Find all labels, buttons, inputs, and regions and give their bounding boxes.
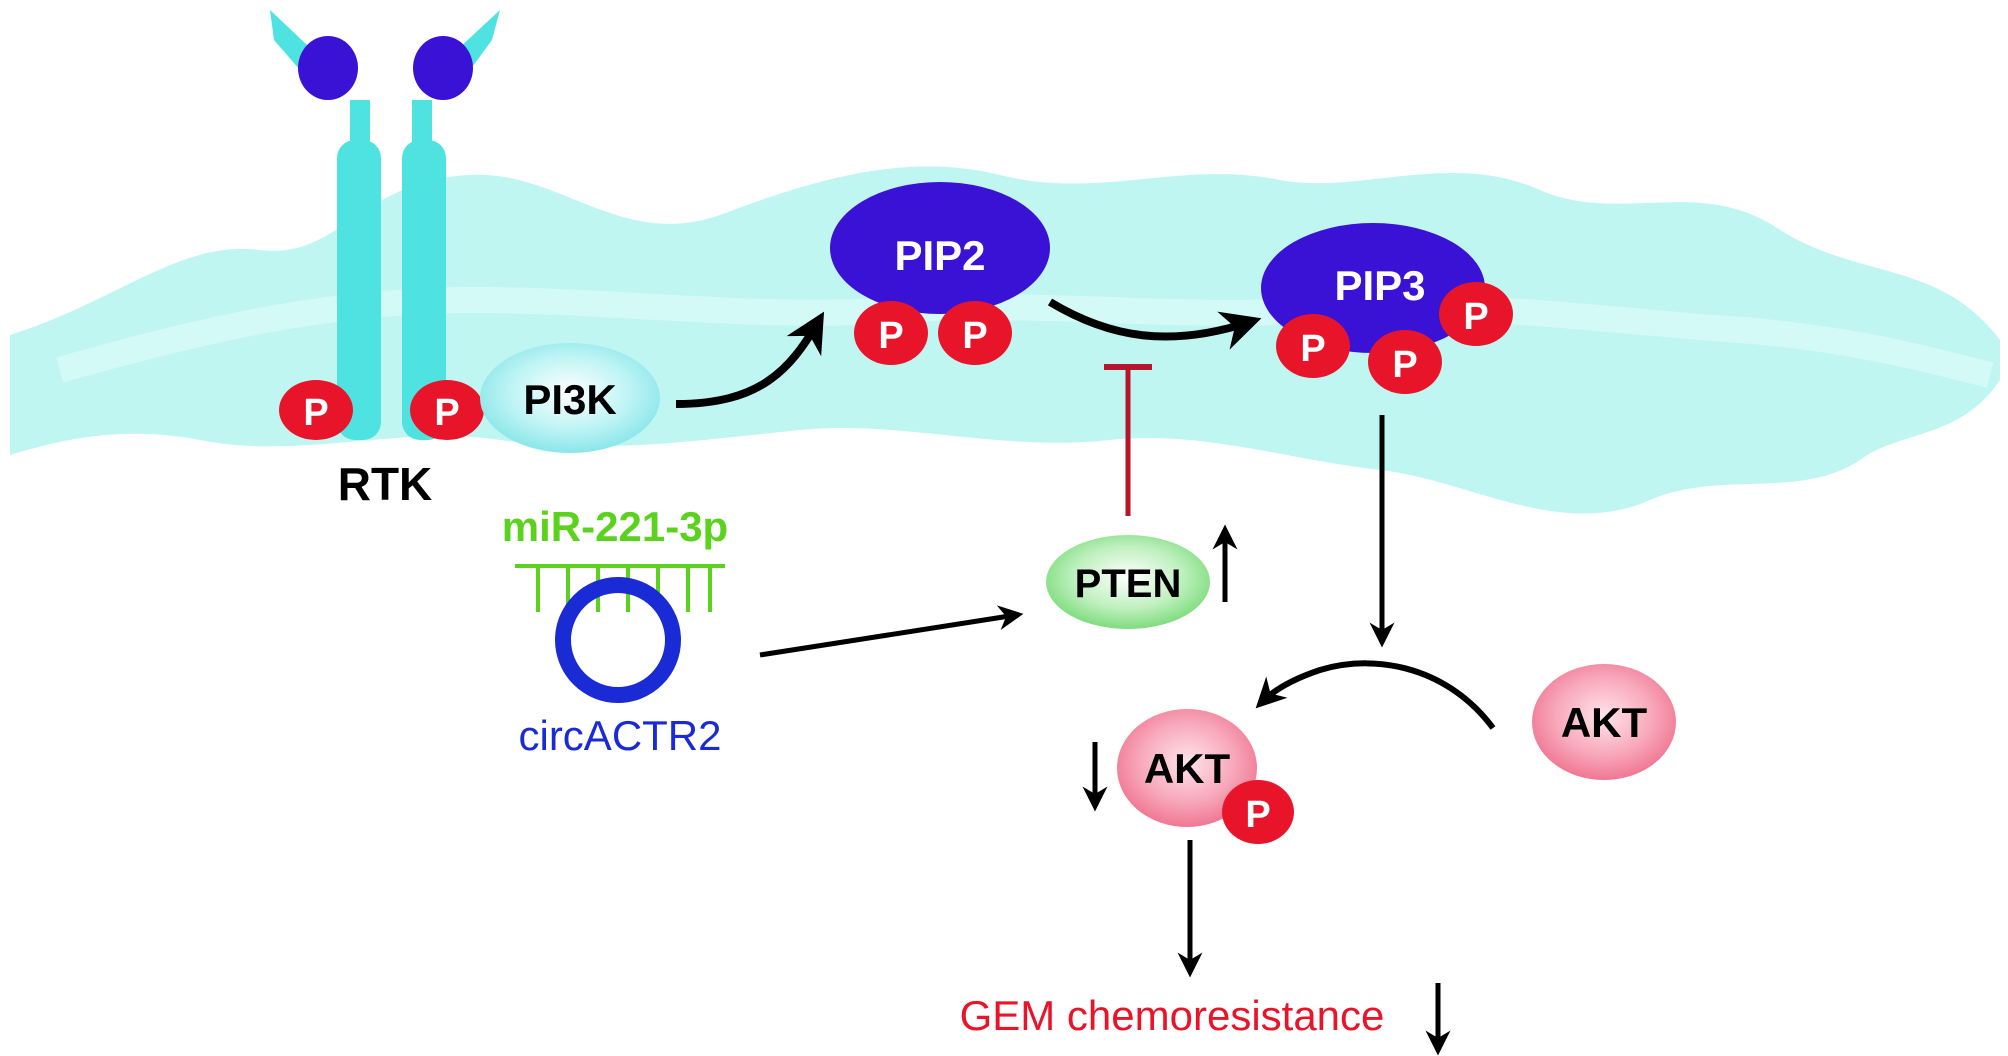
phosphate-pip3-1: P [1276,314,1350,378]
phosphate-label: P [1392,344,1417,386]
phosphate-label: P [1463,296,1488,338]
outcome-label: GEM chemoresistance [960,992,1385,1039]
pten-inhibits-conversion [1104,364,1152,516]
pi3k-node: PI3K [480,343,660,453]
pten-node: PTEN [1046,535,1210,629]
phosphate-akt: P [1222,780,1294,844]
akt-node: AKT [1532,664,1676,780]
phosphate-rtk-left: P [279,380,353,440]
phosphate-pip2-1: P [854,301,928,365]
rtk-receptor [270,10,500,440]
phosphate-label: P [962,315,987,357]
pten-label: PTEN [1075,562,1182,606]
ligand-left [298,36,358,100]
arrow-akt-to-pakt [1255,660,1496,730]
arrow-pi3k-to-pip2 [675,311,825,408]
rtk-stem-right [412,100,432,150]
phosphate-pip3-2: P [1368,330,1442,394]
akt-phospho-label: AKT [1144,745,1231,792]
pip2-node: PIP2 [830,182,1050,314]
phosphate-label: P [1300,328,1325,370]
phosphate-label: P [303,392,328,434]
ligand-right [413,36,473,100]
rtk-label: RTK [338,458,433,510]
circrna-ring [555,577,681,703]
akt-label: AKT [1561,699,1648,746]
akt-phospho-node: AKT [1117,709,1257,827]
mirna-label: miR-221-3p [502,503,728,550]
arrow-pip2-to-pip3 [1047,298,1262,350]
phosphate-rtk-right: P [410,380,484,440]
circrna-label: circACTR2 [518,712,721,759]
phosphate-pip2-2: P [938,301,1012,365]
rtk-chain-left [337,140,381,440]
pip3-label: PIP3 [1334,262,1425,309]
arrow-circrna-to-pten [759,605,1024,658]
rtk-stem-left [350,100,370,150]
pi3k-label: PI3K [523,376,616,423]
phosphate-pip3-3: P [1439,282,1513,346]
phosphate-label: P [878,315,903,357]
rtk-chain-right [402,140,446,440]
phosphate-label: P [1245,794,1270,836]
phosphate-label: P [434,392,459,434]
pip2-label: PIP2 [894,232,985,279]
